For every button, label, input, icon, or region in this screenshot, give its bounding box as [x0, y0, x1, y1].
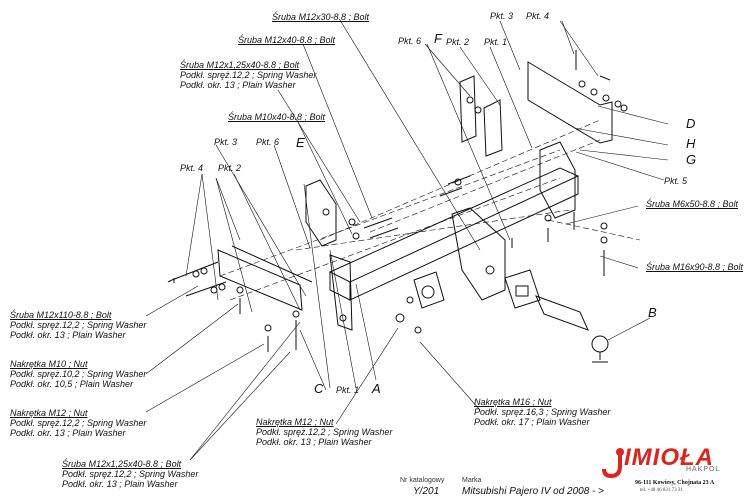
pkt6-left: Pkt. 6 [256, 137, 280, 147]
hitch-receiver [504, 269, 541, 309]
pkt5: Pkt. 5 [664, 176, 688, 186]
pkt3-top: Pkt. 3 [490, 11, 514, 21]
brand-value: Mitsubishi Pajero IV od 2008 - > [462, 486, 605, 497]
letter-h: H [686, 136, 696, 151]
label-nakretka-m12-left: Nakrętka M12 ; Nut Podkł. spręż.12,2 ; S… [10, 408, 147, 438]
label-sruba-m12x30: Śruba M12x30-8.8 ; Bolt [272, 12, 370, 22]
bracket-f [459, 75, 477, 143]
pkt6-top: Pkt. 6 [398, 36, 422, 46]
label-sruba-m16x90: Śruba M16x90-8.8 ; Bolt [646, 262, 744, 272]
label-sruba-m10x40: Śruba M10x40-8.8 ; Bolt [228, 112, 326, 122]
left-beam-bracket [329, 254, 353, 331]
catalog-caption: Nr katalogowy [400, 477, 445, 484]
catalog-value: Y/201 [413, 486, 440, 497]
label-nakretka-m12-center: Nakrętka M12 ; Nut Podkł. spręż.12,2 ; S… [256, 417, 393, 447]
pkt2-left: Pkt. 2 [218, 163, 242, 173]
ball-mount [535, 295, 589, 331]
label-sruba-m12x125x40-bottom: Śruba M12x1,25x40-8.8 ; Bolt Podkł. sprę… [62, 459, 199, 489]
pkt4-top: Pkt. 4 [526, 11, 550, 21]
label-sruba-m12x125x40-top: Śruba M12x1,25x40-8.8 ; Bolt Podkł. sprę… [180, 60, 317, 90]
pkt1-bottom: Pkt. 1 [336, 385, 360, 395]
center-bracket [451, 207, 506, 301]
label-nakretka-m10: Nakrętka M10 ; Nut Podkł. spręż.10,2 ; S… [10, 359, 147, 389]
label-nakretka-m16: Nakrętka M16 ; Nut Podkł. spręż.16,3 ; S… [474, 397, 611, 427]
letter-g: G [686, 152, 697, 167]
socket-plate [413, 271, 445, 309]
label-sruba-m12x40: Śruba M12x40-8.8 ; Bolt [238, 35, 336, 45]
bracket-d [527, 61, 613, 144]
left-side-bracket [217, 249, 303, 311]
letter-d: D [686, 116, 696, 131]
pkt1-top: Pkt. 1 [484, 37, 508, 47]
hook-logo-icon [602, 448, 624, 479]
letter-c: C [314, 381, 324, 396]
pkt2-top: Pkt. 2 [446, 37, 470, 47]
letter-b: B [648, 305, 657, 320]
cross-beam-face [349, 176, 579, 301]
pkt4-left: Pkt. 4 [180, 163, 204, 173]
pkt3-left: Pkt. 3 [214, 137, 238, 147]
label-sruba-m12x110: Śruba M12x110-8.8 ; Bolt Podkł. spręż.12… [10, 310, 147, 340]
bracket-e [305, 179, 337, 247]
letter-f: F [434, 31, 442, 46]
label-sruba-m6x50: Śruba M6x50-8.8 ; Bolt [646, 199, 739, 209]
imiola-logo: IMIOŁA HAKPOL 96-111 Kowiesy, Chojnata 2… [600, 444, 740, 500]
brand-caption: Marka [462, 477, 482, 484]
letter-e: E [296, 135, 305, 150]
right-mount [539, 141, 576, 219]
tow-ball [591, 335, 609, 353]
letter-a: A [372, 381, 381, 396]
